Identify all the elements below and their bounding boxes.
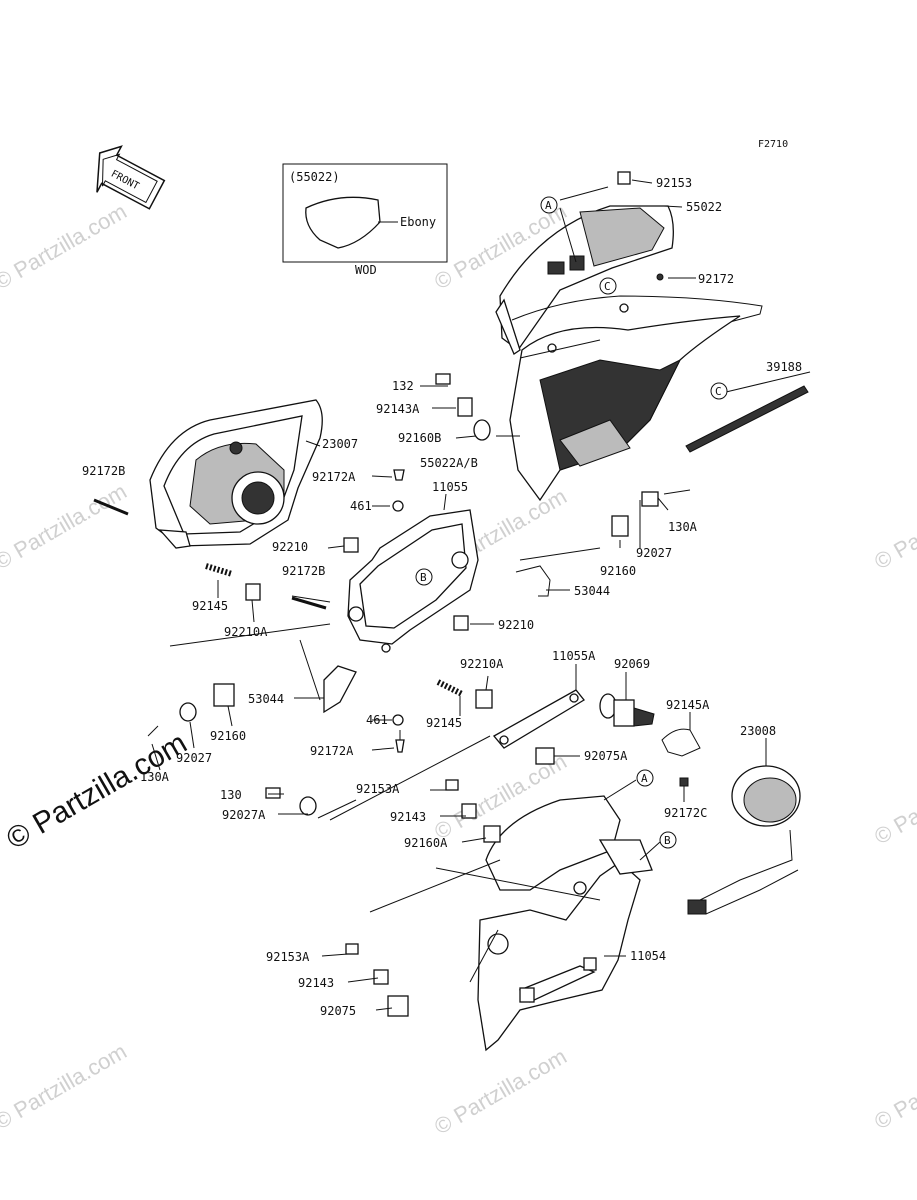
part-label: 92172C xyxy=(664,806,707,820)
lamp-socket-part xyxy=(687,765,801,915)
svg-text:B: B xyxy=(420,571,427,584)
part-label: 92143A xyxy=(376,402,420,416)
part-label: 92210A xyxy=(224,625,268,639)
part-label: 92210 xyxy=(498,618,534,632)
watermark: © Partzilla.com xyxy=(0,479,131,575)
part-label: 92172B xyxy=(282,564,325,578)
part-label: 461 xyxy=(350,499,372,513)
callout-b-bot: B xyxy=(659,831,677,849)
part-label: 92210A xyxy=(460,657,504,671)
part-labels: 92153 55022 92172 39188 132 92143A 92160… xyxy=(82,176,802,1018)
part-label: 92172A xyxy=(312,470,356,484)
part-label: 92027 xyxy=(636,546,672,560)
fasteners xyxy=(93,171,691,1017)
part-label: 130A xyxy=(668,520,698,534)
part-label: 55022A/B xyxy=(420,456,478,470)
part-label: 11055A xyxy=(552,649,596,663)
part-label: 92027A xyxy=(222,808,266,822)
part-label: 92210 xyxy=(272,540,308,554)
callout-c-top: C xyxy=(599,277,617,295)
bracket-11054-part xyxy=(477,795,653,1052)
part-label: 92160 xyxy=(600,564,636,578)
part-label: 132 xyxy=(392,379,414,393)
callout-a-bot: A xyxy=(636,769,654,787)
watermark: © Partzilla.com xyxy=(0,199,131,295)
svg-text:A: A xyxy=(641,772,648,785)
svg-text:C: C xyxy=(715,385,722,398)
windshield-part xyxy=(305,196,381,249)
part-label: 92143 xyxy=(298,976,334,990)
watermark-layer: © Partzilla.com © Partzilla.com © Partzi… xyxy=(0,199,917,1140)
front-arrow-icon: FRONT xyxy=(96,145,166,210)
callout-b-mid: B xyxy=(415,568,433,586)
svg-text:B: B xyxy=(664,834,671,847)
spring-clip-part xyxy=(661,728,701,757)
part-label: 92075 xyxy=(320,1004,356,1018)
upper-cowl-part xyxy=(495,205,763,502)
inset-variant-label: Ebony xyxy=(400,215,436,229)
watermark: © Partzilla.com xyxy=(0,1039,131,1135)
part-label: 92153A xyxy=(266,950,310,964)
strip-part xyxy=(685,385,809,453)
watermark: © Partzilla.com xyxy=(870,754,917,850)
headlight-part xyxy=(149,399,323,549)
part-label: 55022 xyxy=(686,200,722,214)
part-label: 92172A xyxy=(310,744,354,758)
watermark: © Partzilla.com xyxy=(870,479,917,575)
part-label: 92153A xyxy=(356,782,400,796)
part-label: 92143 xyxy=(390,810,426,824)
plate-11055A-part xyxy=(493,689,585,749)
part-label: 92027 xyxy=(176,751,212,765)
part-label: 461 xyxy=(366,713,388,727)
part-label: 11054 xyxy=(630,949,666,963)
part-label: 92153 xyxy=(656,176,692,190)
watermark: © Partzilla.com xyxy=(430,1044,571,1140)
leader-lines xyxy=(151,179,811,1011)
diagram-code: F2710 xyxy=(758,139,788,150)
watermark: © Partzilla.com xyxy=(870,1039,917,1135)
part-label: 53044 xyxy=(574,584,610,598)
part-label: 92069 xyxy=(614,657,650,671)
inset-part-number: (55022) xyxy=(289,170,340,184)
part-label: 130A xyxy=(140,770,170,784)
part-label: 23008 xyxy=(740,724,776,738)
svg-text:A: A xyxy=(545,199,552,212)
part-label: 92172B xyxy=(82,464,125,478)
bracket-11055-part xyxy=(347,509,479,653)
callout-c-right: C xyxy=(710,382,728,400)
watermark-main: © Partzilla.com xyxy=(1,726,193,856)
inset-caption: WOD xyxy=(355,263,377,277)
part-label: 92160B xyxy=(398,431,441,445)
part-label: 11055 xyxy=(432,480,468,494)
svg-text:C: C xyxy=(604,280,611,293)
part-label: 53044 xyxy=(248,692,284,706)
part-label: 23007 xyxy=(322,437,358,451)
part-label: 92145 xyxy=(426,716,462,730)
part-label: 39188 xyxy=(766,360,802,374)
part-label: 92145A xyxy=(666,698,710,712)
inset-box: (55022) Ebony WOD xyxy=(282,163,448,277)
part-label: 92145 xyxy=(192,599,228,613)
part-label: 92172 xyxy=(698,272,734,286)
callout-a-top: A xyxy=(540,196,558,214)
bulb-part xyxy=(599,693,655,727)
part-label: 92160 xyxy=(210,729,246,743)
part-label: 92075A xyxy=(584,749,628,763)
part-label: 92160A xyxy=(404,836,448,850)
part-label: 130 xyxy=(220,788,242,802)
